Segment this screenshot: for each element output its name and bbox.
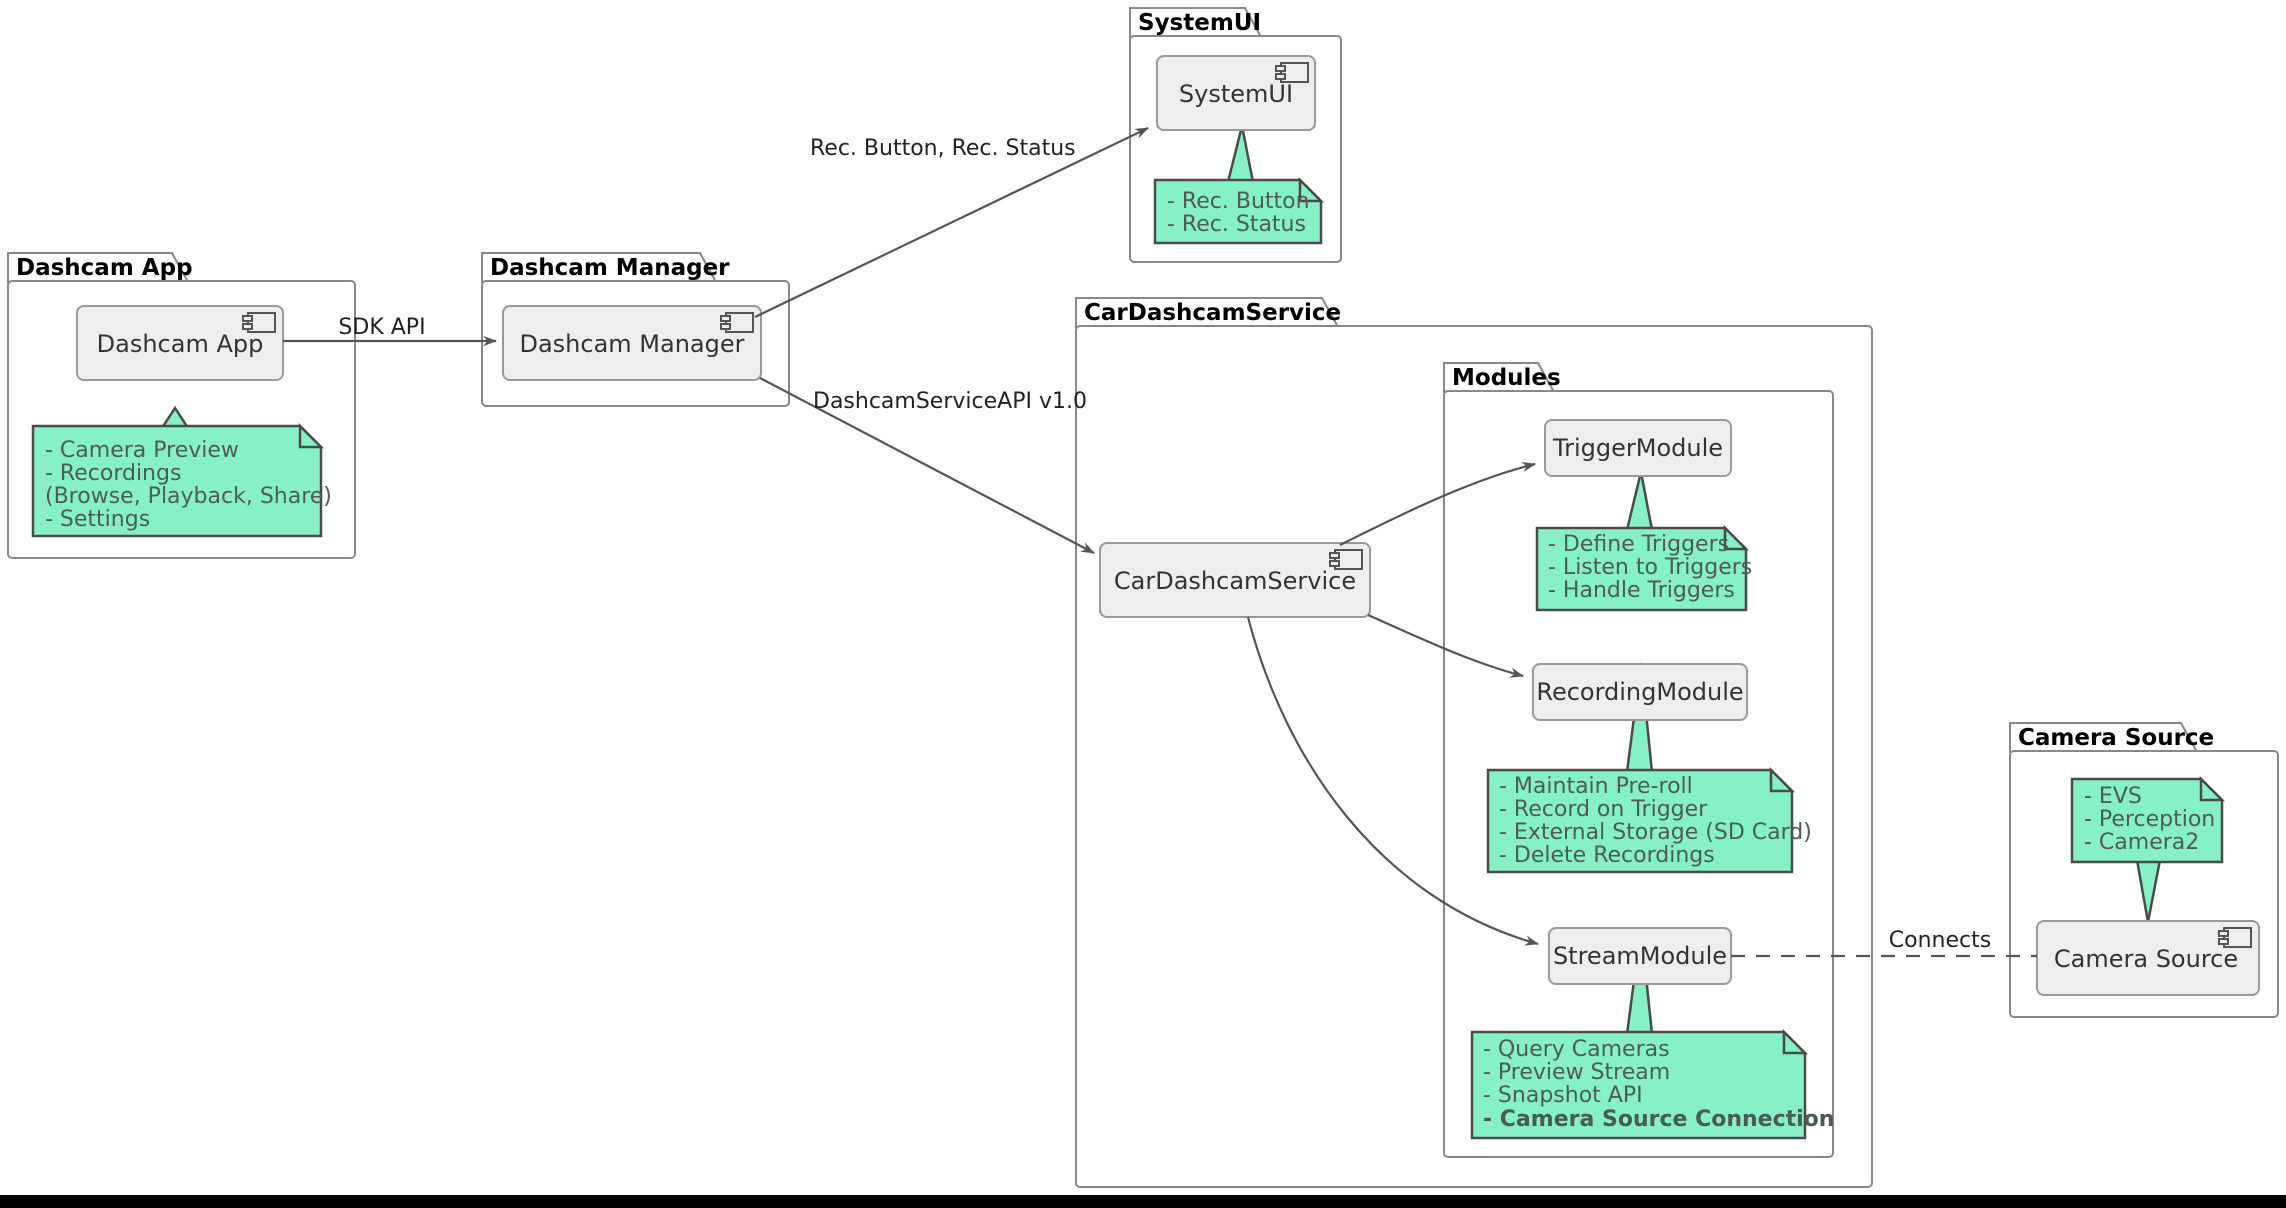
component-box-cardashcamservice[interactable]	[1099, 542, 1371, 618]
note-line: - Query Cameras	[1483, 1037, 1670, 1062]
package-title-cardashcamservice: CarDashcamService	[1084, 300, 1341, 326]
note-body-dashcam-app	[31, 424, 323, 538]
package-title-dashcam-app: Dashcam App	[16, 255, 193, 281]
note-stream-module: - Query Cameras - Preview Stream - Snaps…	[1470, 1028, 1834, 1140]
package-dashcam-manager: Dashcam Manager Dashcam Manager	[481, 252, 790, 407]
package-title-systemui: SystemUI	[1138, 10, 1261, 36]
package-title-modules: Modules	[1452, 365, 1561, 391]
edge-label-rec-button-status: Rec. Button, Rec. Status	[810, 136, 1076, 161]
component-box-trigger-module[interactable]	[1544, 419, 1732, 477]
note-line: - Handle Triggers	[1548, 578, 1735, 603]
edge-svc-stream	[1246, 616, 1539, 946]
component-label-stream-module: StreamModule	[1553, 942, 1727, 970]
component-dashcam-manager[interactable]: Dashcam Manager	[502, 305, 762, 381]
note-fold-stream-module	[1782, 1028, 1809, 1055]
note-line: - Camera Source Connection	[1483, 1107, 1834, 1132]
note-line: - Camera2	[2084, 830, 2199, 855]
note-fold-dashcam-app	[298, 422, 325, 449]
note-line: (Browse, Playback, Share)	[45, 484, 332, 509]
component-icon	[1329, 549, 1363, 570]
package-dashcam-app: Dashcam App Dashcam App - Camera Preview…	[7, 252, 356, 559]
component-icon	[2218, 927, 2252, 948]
package-systemui: SystemUI SystemUI - Rec. Button - Rec. S…	[1129, 7, 1342, 263]
note-line: - External Storage (SD Card)	[1499, 820, 1812, 845]
package-title-dashcam-manager: Dashcam Manager	[490, 255, 730, 281]
component-label-cardashcamservice: CarDashcamService	[1114, 567, 1356, 595]
edge-line-rec-button-status	[754, 127, 1149, 318]
note-line: - Camera Preview	[45, 438, 239, 463]
package-modules: Modules TriggerModule - Define Triggers …	[1443, 362, 1834, 1158]
component-icon	[720, 312, 754, 333]
note-dashcam-app: - Camera Preview - Recordings (Browse, P…	[31, 422, 332, 538]
note-fold-recording-module	[1769, 766, 1796, 793]
note-line: - Rec. Status	[1167, 212, 1306, 237]
package-title-camera-source: Camera Source	[2018, 725, 2214, 751]
edge-line-svc-recording	[1367, 613, 1524, 678]
edge-line-svc-stream	[1246, 616, 1539, 946]
component-stream-module[interactable]: StreamModule	[1548, 927, 1732, 985]
note-camera-source: - EVS - Perception - Camera2	[2070, 775, 2226, 864]
edge-svc-trigger	[1339, 462, 1536, 546]
component-cardashcamservice[interactable]: CarDashcamService	[1099, 542, 1371, 618]
edge-line-dashcam-service-api	[759, 377, 1095, 554]
note-fold-systemui	[1298, 176, 1325, 203]
component-box-dashcam-manager[interactable]	[502, 305, 762, 381]
component-label-dashcam-app: Dashcam App	[97, 330, 264, 358]
edge-label-sdk-api: SDK API	[338, 315, 425, 340]
component-label-recording-module: RecordingModule	[1536, 678, 1743, 706]
component-label-systemui: SystemUI	[1179, 80, 1293, 108]
component-trigger-module[interactable]: TriggerModule	[1544, 419, 1732, 477]
edge-svc-recording	[1367, 613, 1524, 678]
component-box-recording-module[interactable]	[1532, 663, 1748, 721]
component-label-trigger-module: TriggerModule	[1552, 434, 1723, 462]
note-body-camera-source	[2070, 777, 2224, 864]
note-systemui: - Rec. Button - Rec. Status	[1153, 176, 1325, 245]
note-body-recording-module	[1486, 768, 1794, 874]
note-line: - Settings	[45, 507, 150, 532]
note-line: - Delete Recordings	[1499, 843, 1715, 868]
edge-line-svc-trigger	[1339, 462, 1536, 546]
note-line: - Preview Stream	[1483, 1060, 1670, 1085]
note-trigger-module: - Define Triggers - Listen to Triggers -…	[1535, 524, 1752, 612]
note-recording-module: - Maintain Pre-roll - Record on Trigger …	[1486, 766, 1812, 874]
note-body-trigger-module	[1535, 526, 1748, 612]
component-icon	[242, 312, 276, 333]
note-fold-trigger-module	[1723, 524, 1750, 551]
edge-rec-button-status: Rec. Button, Rec. Status	[754, 127, 1149, 318]
note-line: - Recordings	[45, 461, 181, 486]
note-line: - Record on Trigger	[1499, 797, 1708, 822]
note-line: - Define Triggers	[1548, 532, 1729, 557]
edge-label-dashcam-service-api: DashcamServiceAPI v1.0	[813, 389, 1087, 414]
note-line: - Snapshot API	[1483, 1083, 1643, 1108]
component-dashcam-app[interactable]: Dashcam App	[76, 305, 284, 381]
note-line: - Perception	[2084, 807, 2215, 832]
note-line: - Rec. Button	[1167, 189, 1310, 214]
edge-connects: Connects	[1731, 928, 2037, 958]
component-recording-module[interactable]: RecordingModule	[1532, 663, 1748, 721]
note-line: - EVS	[2084, 784, 2142, 809]
note-fold-camera-source	[2199, 775, 2226, 802]
package-camera-source: Camera Source - EVS - Perception - Camer…	[2009, 722, 2279, 1018]
note-line: - Listen to Triggers	[1548, 555, 1752, 580]
component-box-dashcam-app[interactable]	[76, 305, 284, 381]
edge-sdk-api: SDK API	[283, 315, 497, 347]
edge-label-connects: Connects	[1889, 928, 1991, 953]
edge-dashcam-service-api: DashcamServiceAPI v1.0	[759, 377, 1095, 554]
component-icon	[1275, 62, 1309, 83]
component-box-camera-source[interactable]	[2036, 920, 2260, 996]
note-body-systemui	[1153, 178, 1323, 245]
note-line: - Maintain Pre-roll	[1499, 774, 1693, 799]
component-camera-source[interactable]: Camera Source	[2036, 920, 2260, 996]
note-body-stream-module	[1470, 1030, 1807, 1140]
component-label-dashcam-manager: Dashcam Manager	[519, 330, 744, 358]
package-cardashcamservice: CarDashcamService Modules TriggerModule …	[1075, 297, 1873, 1188]
component-label-camera-source: Camera Source	[2054, 945, 2238, 973]
component-systemui[interactable]: SystemUI	[1156, 55, 1316, 131]
bottom-bar	[0, 1195, 2286, 1208]
